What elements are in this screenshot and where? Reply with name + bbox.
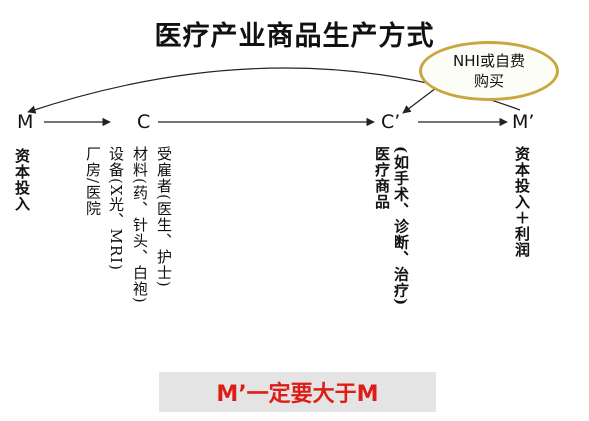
label-equipment: 设备(X光、MRI): [107, 146, 125, 271]
node-m-prime: M’: [512, 111, 535, 133]
conclusion-box: M’一定要大于M: [159, 372, 436, 412]
purchase-callout: NHI或自费 购买: [419, 41, 559, 101]
label-facilities: 厂房/医院: [84, 146, 102, 217]
node-c: C: [137, 111, 151, 133]
label-employees: 受雇者(医生、护士): [155, 146, 173, 288]
label-materials: 材料(药、针头、白袍): [131, 146, 149, 304]
diagram-title: 医疗产业商品生产方式: [154, 21, 435, 52]
label-capital-plus-profit: 资本投入＋利润: [513, 146, 531, 258]
callout-line-2: 购买: [473, 72, 504, 90]
node-m: M: [17, 111, 34, 133]
arrow-callout-to-c-prime: [402, 87, 437, 114]
label-medical-goods: 医疗商品: [373, 146, 391, 210]
label-medical-goods-examples: (如手术、诊断、治疗): [392, 146, 410, 307]
node-c-prime: C’: [381, 111, 401, 133]
callout-line-1: NHI或自费: [453, 52, 525, 70]
conclusion-text: M’一定要大于M: [216, 382, 379, 407]
label-capital-input: 资本投入: [13, 148, 31, 212]
